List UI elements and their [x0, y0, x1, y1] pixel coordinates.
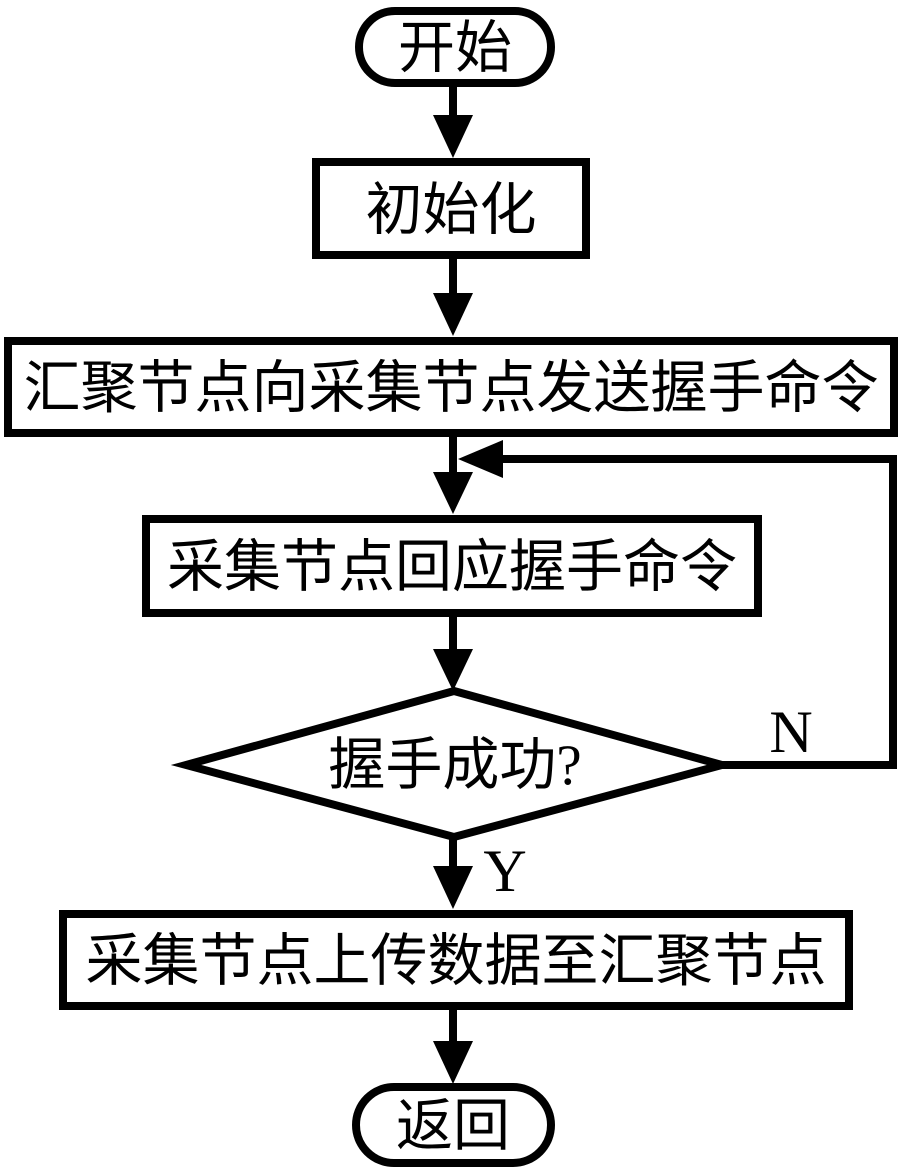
- node-init-process: [312, 158, 590, 259]
- arrowhead-start-to-init: [433, 115, 473, 158]
- node-start-terminator: [355, 7, 555, 87]
- arrowhead-respond-to-decision: [433, 649, 473, 691]
- arrowhead-decision-to-upload: [433, 866, 473, 909]
- arrowhead-init-to-send: [433, 293, 473, 336]
- node-decision-diamond: [170, 686, 738, 842]
- branch-label-no: N: [769, 699, 812, 765]
- edge-loop-back-no-branch: [500, 455, 897, 769]
- node-end-terminator: [352, 1083, 555, 1167]
- branch-label-yes: Y: [483, 838, 526, 904]
- node-upload-data-process: [59, 910, 853, 1010]
- node-upload-data-label: 采集节点上传数据至汇聚节点: [86, 930, 827, 993]
- node-decision-label: 握手成功?: [328, 734, 581, 797]
- node-end-label: 返回: [396, 1095, 510, 1158]
- node-send-handshake-label: 汇聚节点向采集节点发送握手命令: [24, 357, 879, 420]
- arrowhead-send-to-respond: [433, 472, 473, 514]
- arrowhead-upload-to-end: [433, 1041, 473, 1084]
- node-start-label: 开始: [398, 17, 512, 80]
- node-send-handshake-process: [4, 337, 898, 437]
- arrowhead-loop-back-no-branch: [458, 440, 503, 478]
- node-init-label: 初始化: [366, 179, 537, 242]
- node-respond-handshake-label: 采集节点回应握手命令: [167, 536, 737, 599]
- node-respond-handshake-process: [142, 515, 762, 617]
